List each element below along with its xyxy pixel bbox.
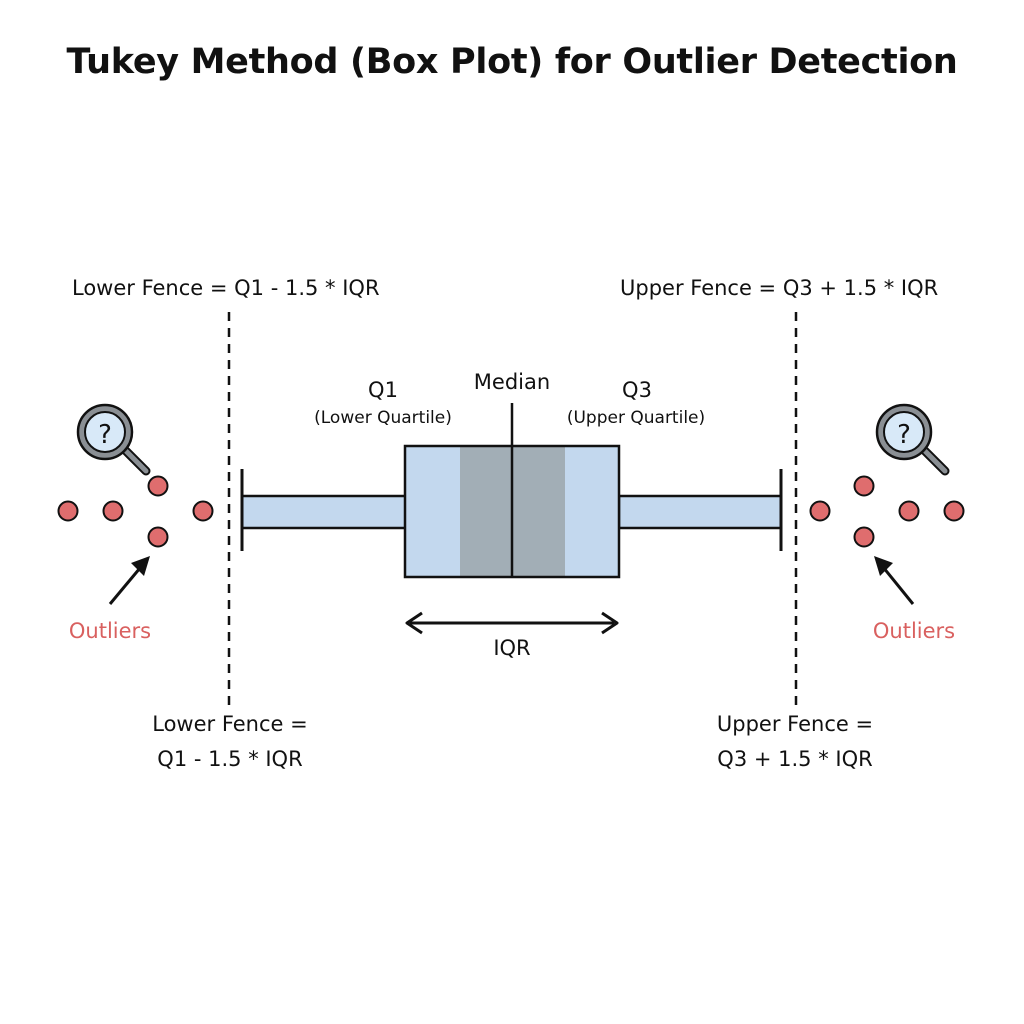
magnifier-question-icon: ? xyxy=(875,403,950,476)
median-label: Median xyxy=(473,370,551,394)
outliers-left-label: Outliers xyxy=(68,619,152,643)
outliers-right-label: Outliers xyxy=(872,619,956,643)
lower-fence-formula-bottom-line2: Q1 - 1.5 * IQR xyxy=(157,747,303,771)
upper-whisker xyxy=(617,494,783,530)
outlier-point xyxy=(943,500,965,522)
upper-fence-formula-bottom-line2: Q3 + 1.5 * IQR xyxy=(717,747,873,771)
diagram-title: Tukey Method (Box Plot) for Outlier Dete… xyxy=(66,42,958,82)
q3-label: Q3 xyxy=(622,378,652,402)
outlier-point xyxy=(57,500,79,522)
question-glyph: ? xyxy=(897,420,911,450)
upper-fence-formula-top: Upper Fence = Q3 + 1.5 * IQR xyxy=(620,276,939,300)
lower-whisker xyxy=(240,494,408,530)
magnifier-question-icon: ? xyxy=(76,403,151,476)
iqr-label: IQR xyxy=(493,636,531,660)
q1-sublabel: (Lower Quartile) xyxy=(314,408,452,428)
question-glyph: ? xyxy=(98,420,112,450)
outliers-left-arrowhead xyxy=(131,556,150,576)
lower-fence-formula-top: Lower Fence = Q1 - 1.5 * IQR xyxy=(72,276,380,300)
iqr-arrow-right-head xyxy=(601,611,619,635)
upper-fence-formula-bottom-line1: Upper Fence = xyxy=(716,712,874,736)
outliers-right-arrowhead xyxy=(874,556,893,576)
outlier-point xyxy=(898,500,920,522)
iqr-arrow-left-head xyxy=(405,611,423,635)
outlier-point xyxy=(192,500,214,522)
q1-label: Q1 xyxy=(368,378,398,402)
outlier-point xyxy=(147,526,169,548)
outlier-point xyxy=(147,475,169,497)
outlier-point xyxy=(102,500,124,522)
outlier-point xyxy=(809,500,831,522)
outlier-point xyxy=(853,526,875,548)
q3-sublabel: (Upper Quartile) xyxy=(566,408,706,428)
lower-fence-formula-bottom-line1: Lower Fence = xyxy=(152,712,308,736)
outlier-point xyxy=(853,475,875,497)
